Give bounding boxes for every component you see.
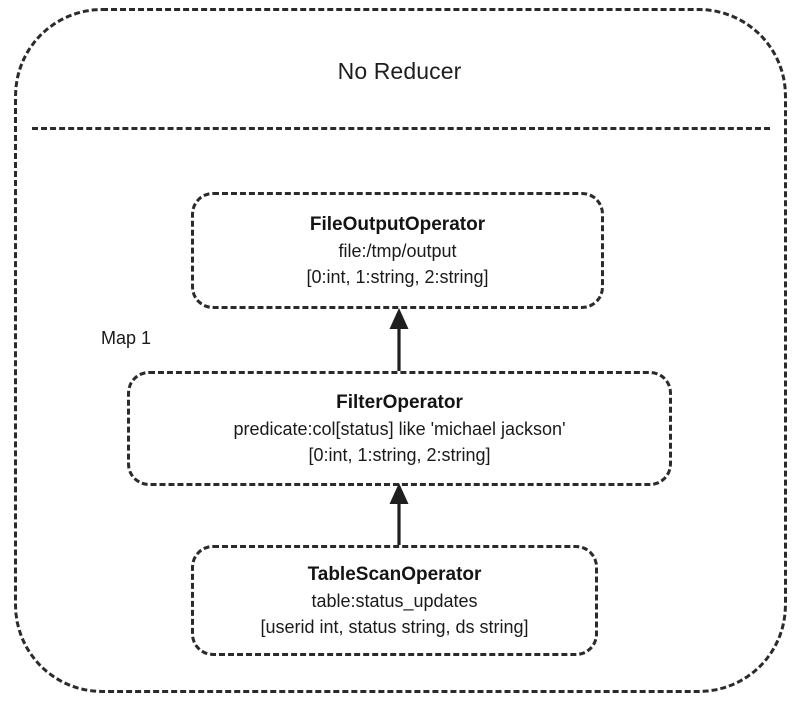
operator-schema: [0:int, 1:string, 2:string] <box>306 266 489 287</box>
operator-detail: table:status_updates <box>311 590 478 611</box>
operator-name: TableScanOperator <box>307 563 482 585</box>
operator-name: FileOutputOperator <box>309 213 486 235</box>
operator-schema: [0:int, 1:string, 2:string] <box>308 444 491 465</box>
title-divider <box>32 127 770 130</box>
operator-node-tablescan[interactable]: TableScanOperator table:status_updates [… <box>191 545 598 656</box>
operator-detail: predicate:col[status] like 'michael jack… <box>233 418 566 439</box>
operator-node-filter[interactable]: FilterOperator predicate:col[status] lik… <box>127 371 672 486</box>
arrow-tablescan-to-filter-icon <box>389 483 409 549</box>
operator-detail: file:/tmp/output <box>338 240 457 261</box>
page-title: No Reducer <box>337 58 462 84</box>
arrow-filter-to-fileoutput-icon <box>389 308 409 376</box>
map-stage-label: Map 1 <box>101 328 152 348</box>
operator-node-fileoutput[interactable]: FileOutputOperator file:/tmp/output [0:i… <box>191 192 604 309</box>
operator-schema: [userid int, status string, ds string] <box>260 616 529 637</box>
operator-name: FilterOperator <box>336 391 463 413</box>
